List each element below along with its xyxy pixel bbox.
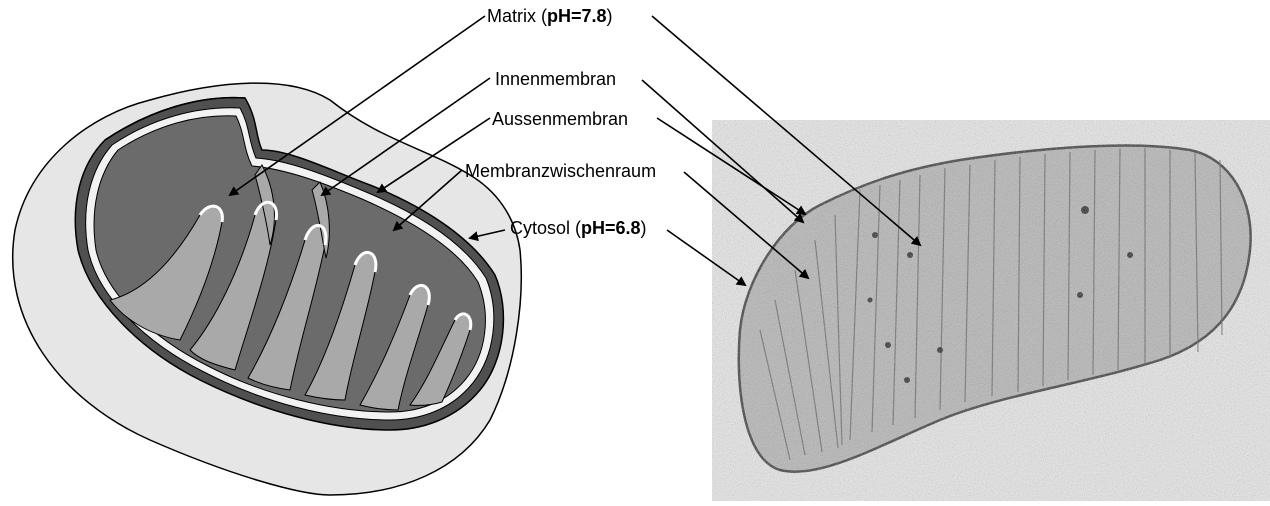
- label-matrix-ph: pH=7.8: [547, 6, 607, 26]
- label-cytosol-ph: pH=6.8: [581, 218, 641, 238]
- label-inner-membrane: Innenmembran: [495, 68, 616, 90]
- mitochondrion-3d: [13, 83, 522, 495]
- label-intermembrane-space-text: Membranzwischenraum: [465, 161, 656, 181]
- label-outer-membrane-text: Aussenmembran: [492, 109, 628, 129]
- label-matrix: Matrix (pH=7.8): [487, 5, 613, 27]
- label-cytosol-close: ): [641, 218, 647, 238]
- label-matrix-close: ): [607, 6, 613, 26]
- label-matrix-text: Matrix (: [487, 6, 547, 26]
- label-cytosol: Cytosol (pH=6.8): [510, 217, 647, 239]
- label-inner-membrane-text: Innenmembran: [495, 69, 616, 89]
- label-cytosol-text: Cytosol (: [510, 218, 581, 238]
- label-outer-membrane: Aussenmembran: [492, 108, 628, 130]
- label-intermembrane-space: Membranzwischenraum: [465, 160, 656, 182]
- electron-micrograph: [712, 120, 1270, 501]
